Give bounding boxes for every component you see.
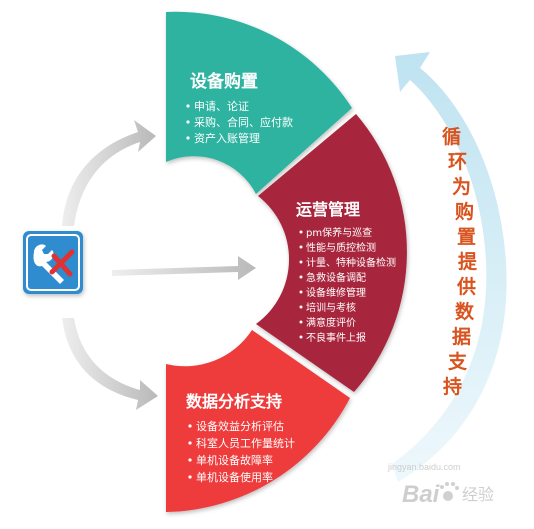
segment-item: 单机设备使用率 — [196, 470, 273, 484]
cycle-arrow — [392, 52, 507, 482]
segment-title: 数据分析支持 — [186, 392, 282, 411]
tool-icon-tile — [23, 231, 83, 294]
cycle-label-char: 供 — [456, 275, 476, 298]
segment-item: 性能与质控检测 — [306, 241, 376, 254]
segment-item: 科室人员工作量统计 — [196, 436, 295, 450]
segment-item: 急救设备调配 — [306, 271, 366, 284]
cycle-label-char: 环 — [448, 151, 467, 173]
cycle-label-char: 置 — [457, 226, 476, 248]
segment-data-analysis-support: 数据分析支持 设备效益分析评估 科室人员工作量统计 单机设备故障率 单机设备使用… — [186, 392, 295, 484]
segment-item: 满意度评价 — [306, 316, 356, 329]
cycle-label-char: 购 — [455, 200, 474, 223]
cycle-label-char: 据 — [452, 325, 471, 348]
cycle-label: 循 环 为 购 置 提 供 数 据 支 持 — [442, 125, 478, 398]
cycle-label-char: 循 — [442, 125, 461, 148]
segment-item: 设备维修管理 — [306, 286, 366, 299]
segment-title: 设备购置 — [190, 71, 258, 92]
paw-icon — [440, 482, 459, 501]
segment-title: 运营管理 — [296, 200, 360, 219]
segment-equipment-purchase: 设备购置 申请、论证 采购、合同、应付款 资产入账管理 — [186, 71, 293, 145]
cycle-label-char: 数 — [455, 300, 475, 323]
watermark-url: jingyan.baidu.com — [387, 462, 461, 472]
segment-operations-management: 运营管理 pm保养与巡查 性能与质控检测 计量、特种设备检测 急救设备调配 设备… — [296, 200, 396, 344]
cycle-label-char: 支 — [447, 351, 468, 373]
watermark-suffix: 经验 — [462, 486, 494, 504]
gray-arrow-to-bottom — [62, 318, 158, 410]
segment-item: 不良事件上报 — [306, 331, 366, 344]
segment-middle-wedge — [256, 114, 407, 392]
segment-item: 申请、论证 — [194, 99, 249, 113]
segment-top-wedge — [166, 11, 352, 195]
watermark: jingyan.baidu.com Bai 经验 — [387, 462, 494, 508]
segment-bottom-wedge — [166, 330, 350, 512]
segment-item: 计量、特种设备检测 — [306, 256, 396, 269]
cycle-label-char: 持 — [443, 375, 462, 398]
segment-item: 单机设备故障率 — [196, 453, 273, 467]
segment-item: pm保养与巡查 — [306, 226, 372, 239]
watermark-brand: Bai — [402, 481, 441, 508]
segment-item: 培训与考核 — [306, 301, 356, 314]
gray-arrow-to-middle — [112, 256, 256, 280]
cycle-label-char: 为 — [452, 175, 471, 198]
gray-arrow-to-top — [62, 120, 156, 226]
wrench-screwdriver-icon — [33, 244, 75, 284]
segment-item: 设备效益分析评估 — [196, 419, 284, 433]
gray-arrows — [62, 120, 256, 410]
segment-item: 资产入账管理 — [194, 131, 260, 145]
segment-item: 采购、合同、应付款 — [194, 115, 293, 129]
cycle-label-char: 提 — [458, 250, 478, 273]
